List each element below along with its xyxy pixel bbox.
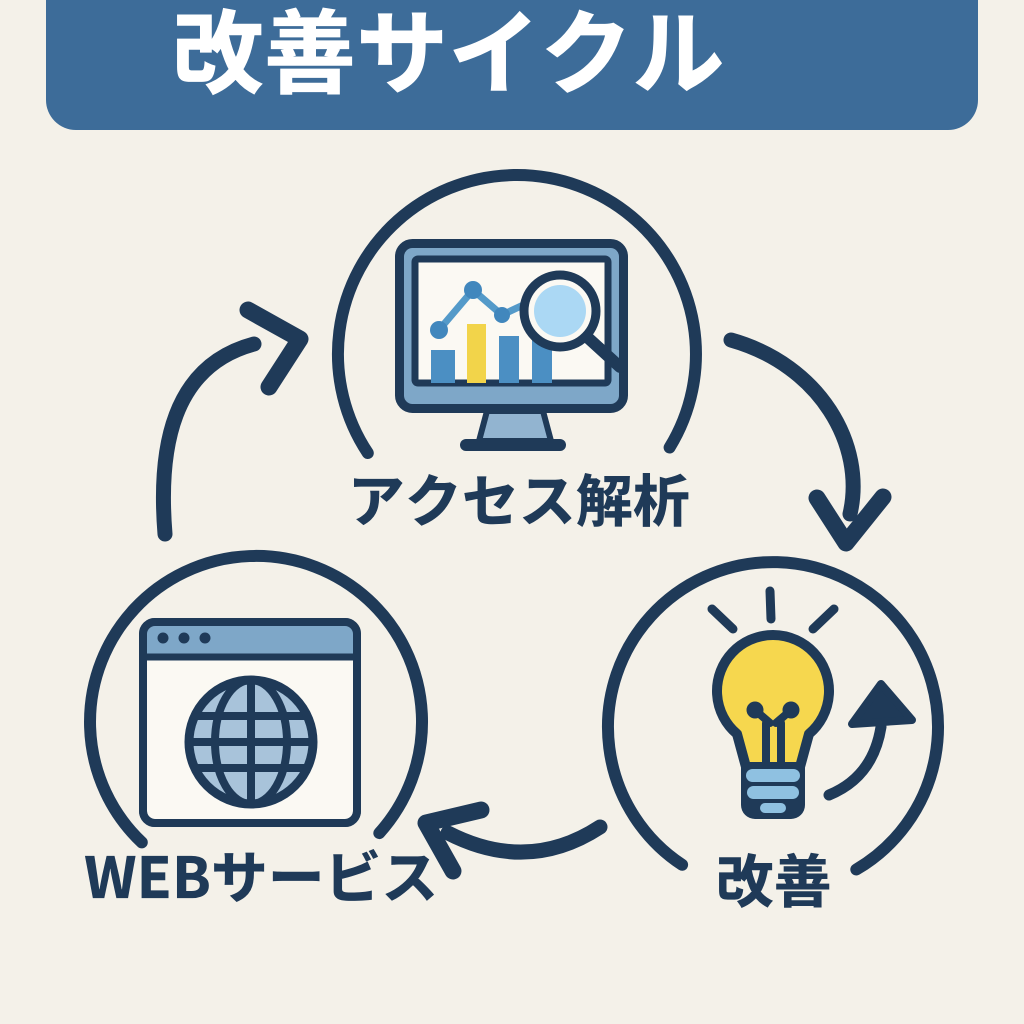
bulb-stripe-1 [746, 769, 800, 782]
title-text-glyphs [177, 7, 723, 96]
titlebar-dot [199, 632, 211, 644]
arrow-improvement-to-webservice [417, 801, 608, 880]
bar-4 [532, 339, 552, 383]
circle-web-service [84, 549, 428, 849]
magnifier-icon [519, 270, 626, 373]
lightbulb-idea-icon [707, 586, 916, 819]
globe-icon [184, 675, 318, 809]
label-web-service-glyphs [84, 849, 435, 902]
titlebar-dot [157, 632, 169, 644]
circle-access-analysis [332, 169, 702, 459]
monitor-analytics-icon [395, 239, 628, 451]
bar-2 [467, 324, 486, 383]
bulb-glass [712, 630, 834, 772]
circle-improvement [602, 556, 944, 876]
browser-titlebar [143, 622, 357, 657]
bulb-stripe-3 [760, 803, 786, 813]
arrow-webservice-to-analysis [155, 301, 309, 542]
monitor-stand-base [460, 439, 566, 451]
arrow-analysis-to-improvement [723, 332, 892, 552]
screen-chart [430, 281, 552, 383]
bulb-stripe-2 [747, 786, 799, 799]
refresh-up-arrow [823, 680, 916, 801]
bar-3 [499, 336, 519, 383]
browser-globe-icon [139, 618, 361, 827]
monitor-stand-neck [476, 408, 554, 444]
titlebar-dot [178, 632, 190, 644]
bar-1 [431, 350, 455, 383]
label-access-analysis-glyphs [354, 472, 689, 527]
line-chart [435, 286, 540, 334]
label-improvement-glyphs [719, 852, 830, 909]
bulb-rays [707, 586, 839, 634]
